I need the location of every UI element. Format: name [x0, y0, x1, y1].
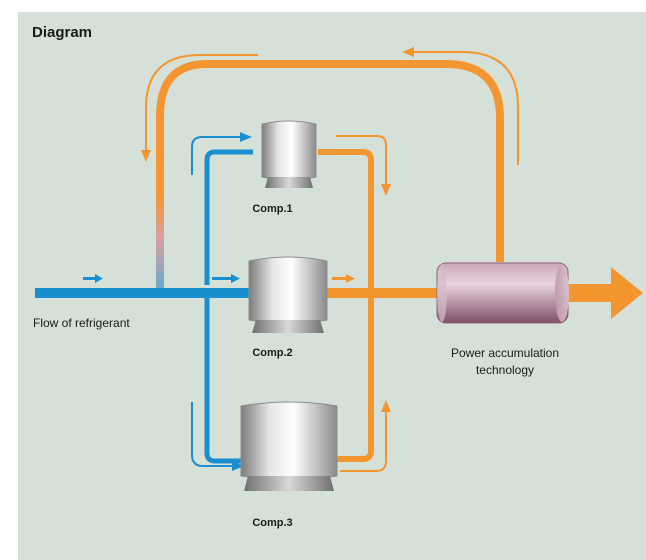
- suction-direction-arrow-comp3-head: [232, 461, 244, 471]
- compressor-3: [240, 401, 338, 491]
- discharge-comp1: [318, 149, 374, 294]
- comp2-label: Comp.2: [252, 347, 293, 359]
- discharge-comp3: [336, 294, 374, 462]
- flow-of-refrigerant-label: Flow of refrigerant: [33, 316, 130, 330]
- compressor-1: [261, 120, 317, 188]
- power-accumulation-label-line1: Power accumulation: [450, 346, 560, 360]
- suction-branch-comp3: [204, 293, 245, 464]
- discharge-flow-arrow: [332, 274, 355, 283]
- power-accumulation-label: Power accumulation technology: [420, 345, 590, 379]
- comp3-label: Comp.3: [252, 517, 293, 529]
- discharge-direction-arrow-comp3: [340, 410, 387, 472]
- return-direction-arrow-top: [145, 54, 258, 152]
- return-direction-arrow-right-head: [402, 47, 414, 57]
- discharge-direction-arrow-comp3-head: [381, 400, 391, 412]
- suction-direction-arrow-comp1-head: [240, 132, 252, 142]
- diagram-title: Diagram: [32, 24, 93, 41]
- return-direction-arrow-top-head: [141, 150, 151, 162]
- discharge-direction-arrow-comp1-head: [381, 184, 391, 196]
- suction-flow-arrow-1: [83, 274, 103, 283]
- power-accumulation-unit: [436, 262, 569, 324]
- return-direction-arrow-right: [412, 51, 519, 165]
- suction-direction-arrow-comp3: [191, 402, 234, 467]
- output-arrow: [568, 267, 643, 319]
- suction-direction-arrow-comp1: [191, 136, 242, 175]
- comp1-label: Comp.1: [252, 203, 293, 215]
- power-accumulation-label-line2: technology: [475, 363, 535, 377]
- suction-flow-arrow-2: [212, 274, 240, 283]
- discharge-direction-arrow-comp1: [336, 135, 387, 185]
- compressor-2: [248, 256, 328, 333]
- suction-branch-comp1: [204, 149, 253, 285]
- return-loop-pipe: [156, 60, 504, 262]
- return-loop-mix-segment: [156, 196, 164, 288]
